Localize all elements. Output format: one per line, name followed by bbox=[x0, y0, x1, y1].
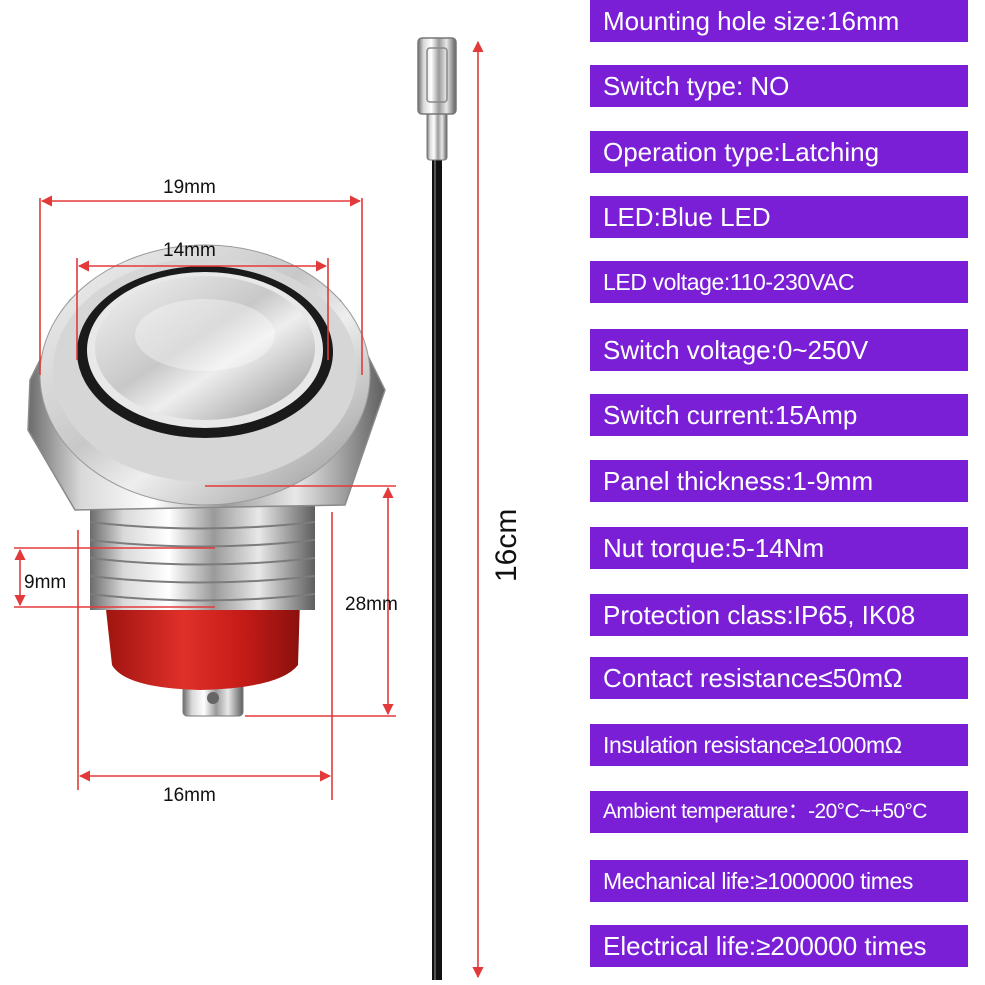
threaded-body bbox=[90, 505, 315, 610]
dim-label-16cm: 16cm bbox=[490, 508, 523, 582]
red-insulator bbox=[105, 600, 300, 690]
spec-contact-resistance: Contact resistance≤50mΩ bbox=[590, 657, 968, 699]
crimp-sleeve bbox=[426, 109, 448, 161]
cable-wire bbox=[432, 150, 442, 980]
spec-mechanical-life: Mechanical life:≥1000000 times bbox=[590, 860, 968, 902]
dim-label-28mm: 28mm bbox=[345, 594, 398, 615]
spec-panel-thickness: Panel thickness:1-9mm bbox=[590, 460, 968, 502]
spec-operation-type: Operation type:Latching bbox=[590, 131, 968, 173]
spec-switch-type: Switch type: NO bbox=[590, 65, 968, 107]
switch-drawing bbox=[27, 244, 386, 717]
spec-protection-class: Protection class:IP65, IK08 bbox=[590, 594, 968, 636]
spec-insulation-resistance: Insulation resistance≥1000mΩ bbox=[590, 724, 968, 766]
spec-mounting-hole: Mounting hole size:16mm bbox=[590, 0, 968, 42]
button-face bbox=[95, 276, 315, 420]
spec-switch-voltage: Switch voltage:0~250V bbox=[590, 329, 968, 371]
spec-list: Mounting hole size:16mm Switch type: NO … bbox=[590, 0, 970, 985]
dim-label-19mm: 19mm bbox=[163, 177, 216, 198]
dim-label-9mm: 9mm bbox=[24, 572, 67, 593]
spec-led: LED:Blue LED bbox=[590, 196, 968, 238]
dim-label-14mm: 14mm bbox=[163, 240, 216, 261]
spec-switch-current: Switch current:15Amp bbox=[590, 394, 968, 436]
spec-led-voltage: LED voltage:110-230VAC bbox=[590, 261, 968, 303]
spec-electrical-life: Electrical life:≥200000 times bbox=[590, 925, 968, 967]
dim-label-16mm: 16mm bbox=[163, 785, 216, 806]
spec-ambient-temperature: Ambient temperature：-20°C~+50°C bbox=[590, 791, 968, 833]
dimension-lines bbox=[14, 40, 484, 979]
cable-assembly bbox=[417, 37, 457, 980]
spec-nut-torque: Nut torque:5-14Nm bbox=[590, 527, 968, 569]
